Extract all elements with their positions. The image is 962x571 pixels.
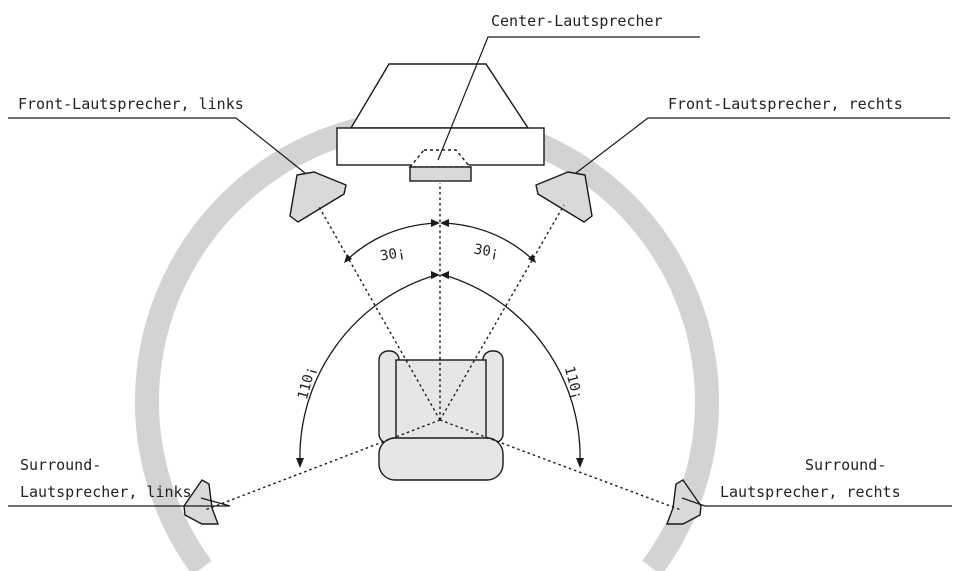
front-right-angle-label: 30¡ (473, 241, 501, 261)
front-left-speaker-icon (289, 171, 347, 223)
surround-angle-arrowheads (296, 271, 584, 468)
front-left-angle-label: 30¡ (379, 244, 407, 264)
surround-right-speaker-label-line1: Surround- (805, 456, 886, 474)
front-angle-arcs (347, 222, 533, 260)
front-angle-arrowheads (344, 219, 536, 263)
surround-angle-arcs (299, 274, 581, 464)
surround-left-speaker-label-line2: Lautsprecher, links (20, 483, 192, 501)
front-left-speaker-label: Front-Lautsprecher, links (18, 95, 244, 113)
surround-left-speaker-label-line1: Surround- (20, 456, 101, 474)
surround-right-speaker-icon (665, 479, 702, 525)
tv-icon (336, 63, 545, 166)
surround-left-speaker-icon (183, 479, 220, 525)
chair-icon (378, 350, 504, 481)
label-leaders (8, 36, 952, 507)
front-right-speaker-label: Front-Lautsprecher, rechts (668, 95, 903, 113)
center-speaker-icon (408, 149, 472, 182)
front-right-speaker-icon (535, 171, 593, 223)
surround-right-speaker-label-line2: Lautsprecher, rechts (720, 483, 901, 501)
sight-lines (204, 183, 682, 511)
center-speaker-label: Center-Lautsprecher (491, 12, 663, 30)
listening-arc (135, 109, 719, 571)
